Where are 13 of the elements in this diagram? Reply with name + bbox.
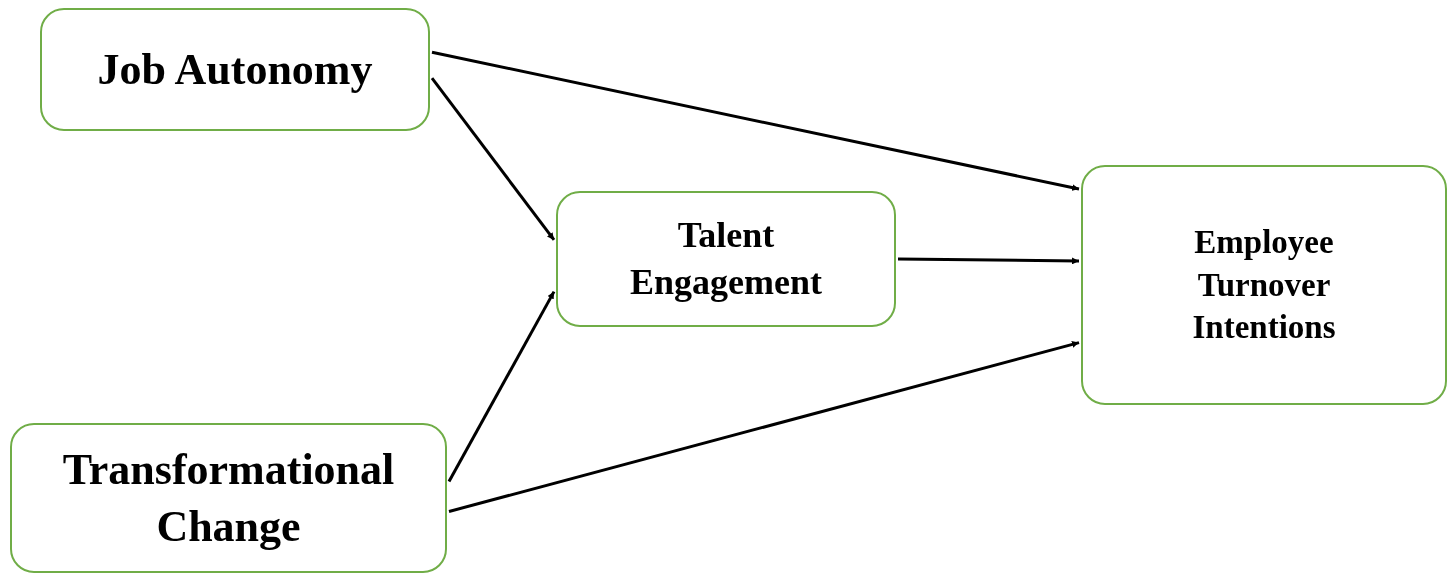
node-label: Talent Engagement (629, 214, 823, 304)
arrow (448, 341, 1080, 513)
node-label: Employee Turnover Intentions (1191, 222, 1337, 348)
arrow (431, 50, 1080, 191)
arrow (447, 290, 556, 483)
node-label: Job Autonomy (97, 43, 373, 96)
rounded-box (40, 8, 430, 131)
rounded-box (556, 191, 896, 327)
rounded-box (10, 423, 447, 573)
node-label: Transformational Change (61, 443, 396, 553)
arrow (430, 77, 556, 241)
arrow (898, 257, 1079, 265)
rounded-box (1081, 165, 1447, 405)
